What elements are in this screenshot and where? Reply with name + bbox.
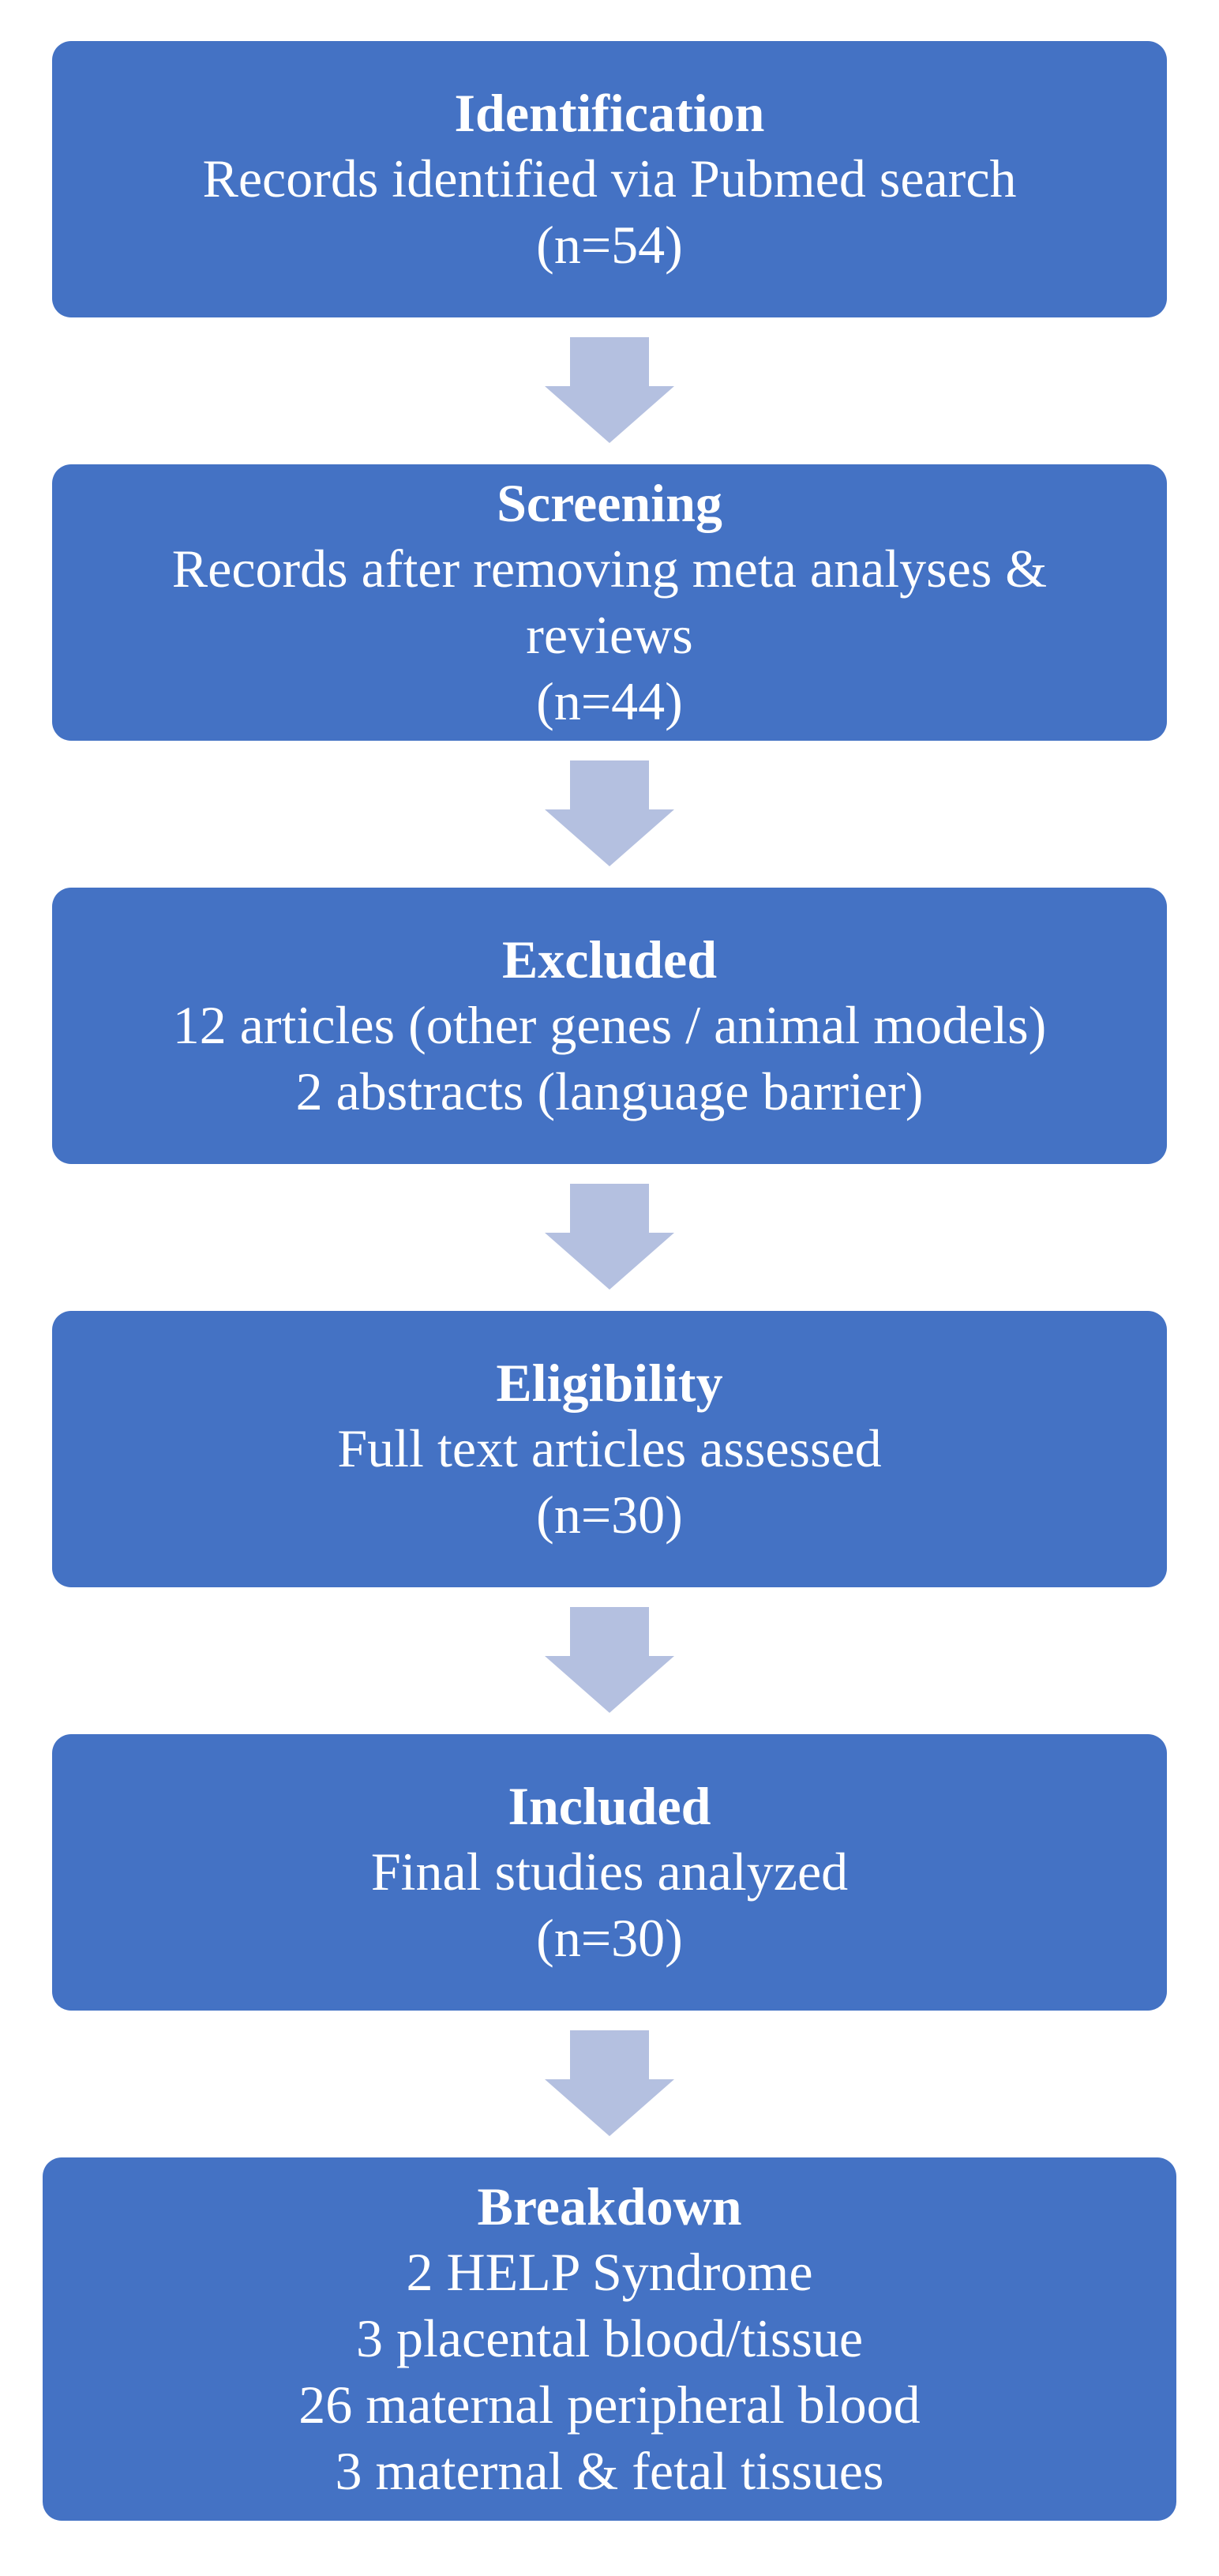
down-arrow-icon xyxy=(545,1184,674,1290)
down-arrow-icon xyxy=(545,1607,674,1713)
breakdown-line-1: 2 HELP Syndrome xyxy=(406,2242,813,2302)
screening-line-1: Records after removing meta analyses & xyxy=(171,539,1048,599)
screening-line-2: reviews xyxy=(526,605,693,665)
breakdown-line-4: 3 maternal & fetal tissues xyxy=(335,2441,884,2501)
included-title: Included xyxy=(508,1776,711,1836)
excluded-line-2: 2 abstracts (language barrier) xyxy=(295,1061,924,1121)
excluded-box: Excluded 12 articles (other genes / anim… xyxy=(52,888,1167,1164)
identification-line-1: Records identified via Pubmed search xyxy=(202,148,1017,208)
excluded-title: Excluded xyxy=(501,929,718,989)
down-arrow-icon xyxy=(545,2030,674,2136)
breakdown-line-3: 26 maternal peripheral blood xyxy=(298,2375,921,2435)
eligibility-box: Eligibility Full text articles assessed … xyxy=(52,1311,1167,1587)
down-arrow-icon xyxy=(545,760,674,866)
breakdown-line-2: 3 placental blood/tissue xyxy=(355,2308,864,2368)
breakdown-title: Breakdown xyxy=(477,2176,742,2236)
screening-count: (n=44) xyxy=(536,671,683,731)
screening-box: Screening Records after removing meta an… xyxy=(52,464,1167,741)
identification-count: (n=54) xyxy=(536,215,683,275)
breakdown-box: Breakdown 2 HELP Syndrome 3 placental bl… xyxy=(43,2157,1176,2521)
included-box: Included Final studies analyzed (n=30) xyxy=(52,1734,1167,2011)
included-line-1: Final studies analyzed xyxy=(370,1842,849,1902)
identification-box: Identification Records identified via Pu… xyxy=(52,41,1167,317)
screening-title: Screening xyxy=(497,473,722,533)
eligibility-title: Eligibility xyxy=(496,1353,723,1413)
excluded-line-1: 12 articles (other genes / animal models… xyxy=(172,995,1047,1055)
eligibility-count: (n=30) xyxy=(536,1485,683,1545)
included-count: (n=30) xyxy=(536,1908,683,1968)
down-arrow-icon xyxy=(545,337,674,443)
eligibility-line-1: Full text articles assessed xyxy=(337,1418,882,1478)
identification-title: Identification xyxy=(454,83,765,143)
